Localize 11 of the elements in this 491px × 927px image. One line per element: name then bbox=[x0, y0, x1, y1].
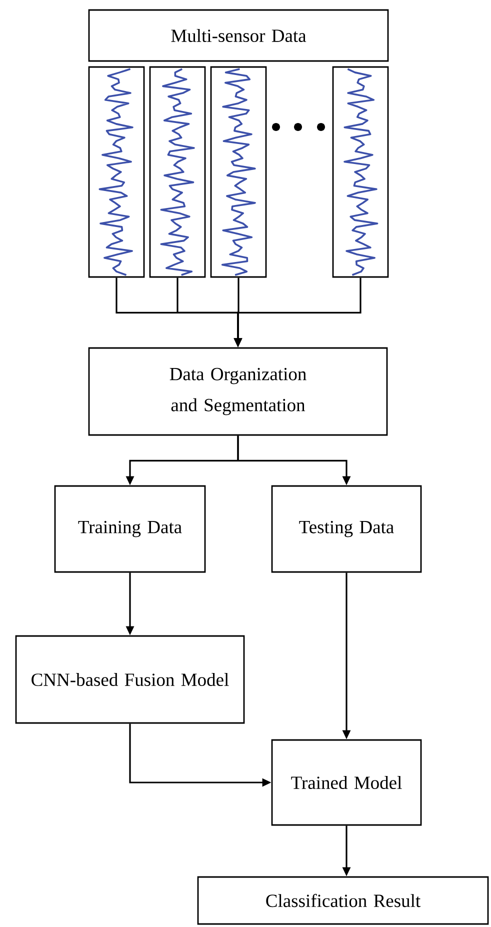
process-box: Multi-sensor Data bbox=[88, 9, 389, 62]
signal-panel bbox=[88, 66, 145, 278]
process-box: Trained Model bbox=[271, 739, 422, 826]
process-box: Data Organization and Segmentation bbox=[88, 347, 388, 436]
signal-panel bbox=[210, 66, 267, 278]
process-box: Testing Data bbox=[271, 485, 422, 573]
process-box: Training Data bbox=[54, 485, 206, 573]
signal-panel bbox=[332, 66, 389, 278]
signal-panel bbox=[149, 66, 206, 278]
process-box: Classification Result bbox=[197, 876, 489, 925]
process-box: CNN-based Fusion Model bbox=[15, 635, 245, 724]
